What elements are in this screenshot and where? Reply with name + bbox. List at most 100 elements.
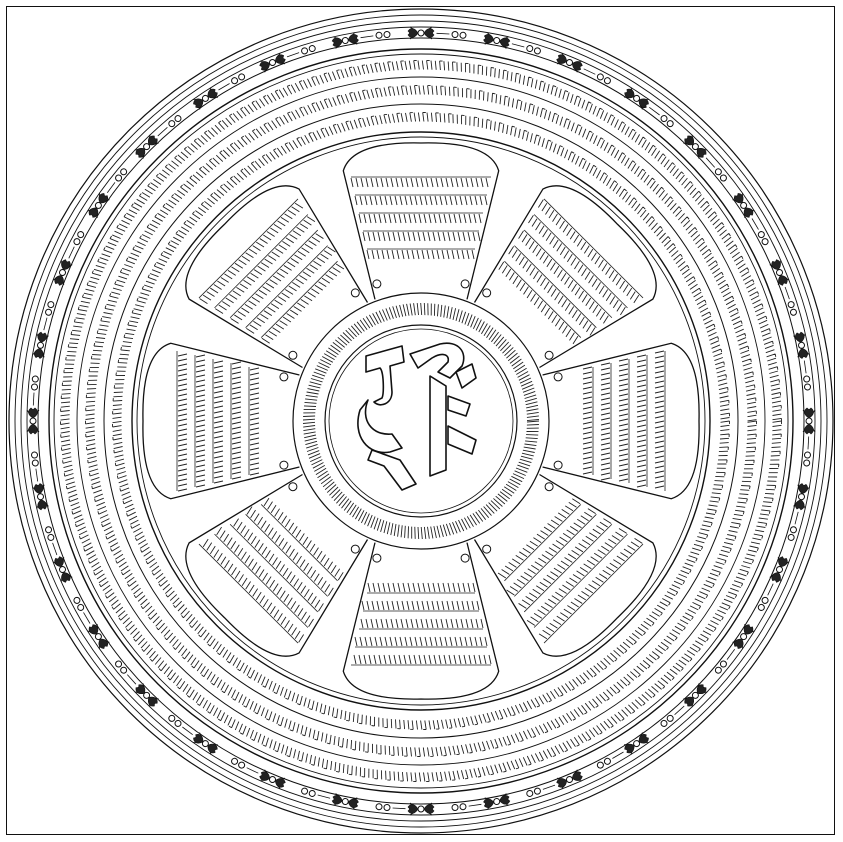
vajra-icon (408, 27, 434, 39)
ornament-connector (287, 53, 299, 57)
ornament-connector (437, 33, 450, 34)
petal-script-line (355, 637, 487, 646)
ornament-connector (219, 84, 230, 91)
petal-script-line (232, 362, 241, 479)
petal-script-line (601, 363, 610, 480)
petal-text-block (351, 583, 491, 665)
petal-script-line (232, 519, 325, 612)
ornament-connector (36, 469, 38, 482)
petal-script-line (519, 517, 612, 610)
pearl-pair-icon (114, 660, 128, 675)
ornament-connector (53, 543, 57, 555)
petal-curl (554, 373, 562, 381)
pearl-pair-icon (660, 114, 675, 128)
pearl-pair-icon (714, 660, 728, 675)
pearl-pair-icon (660, 714, 675, 728)
petal-script-headline (534, 534, 627, 627)
petal-outline (186, 475, 368, 657)
petal-curl (461, 554, 469, 562)
petal-script-line (527, 215, 627, 315)
petal-curl (289, 351, 297, 359)
inner-script-strokes (303, 303, 539, 539)
petal-curl (545, 483, 553, 491)
petal-text-block (583, 351, 665, 491)
petal-curl (373, 554, 381, 562)
petal-script-line (215, 527, 315, 627)
pearl-pair-icon (114, 168, 128, 183)
vajra-ornament-ring (27, 27, 815, 815)
petal-curl (461, 280, 469, 288)
pearl-pair-icon (168, 714, 183, 728)
petal-script-line (497, 262, 579, 344)
petal-text-block (351, 177, 491, 259)
petal-text-block (177, 351, 259, 491)
petal-curl (289, 483, 297, 491)
petal-script-line (368, 583, 475, 592)
petal-curl (351, 289, 359, 297)
lotus-petal (343, 543, 498, 699)
pearl-pair-icon (168, 114, 183, 128)
petal-script-headline (261, 504, 337, 580)
ornament-connector (393, 808, 406, 809)
script-stroke-band-1 (61, 61, 782, 782)
inner-script-ring (0, 0, 549, 549)
script-stroke-band-2 (86, 86, 757, 757)
petal-curl (483, 545, 491, 553)
ornament-connector (785, 287, 789, 299)
vajra-icon (27, 408, 39, 434)
petal-outline (186, 186, 368, 368)
petal-curl (351, 545, 359, 553)
lotus-petals (143, 143, 699, 699)
lotus-petal (186, 475, 368, 657)
pearl-pair-icon (452, 31, 467, 38)
pearl-pair-icon (452, 803, 467, 810)
petal-curl (545, 351, 553, 359)
ornament-connector (247, 768, 259, 774)
petal-script-line (231, 232, 324, 325)
petal-script-line (583, 367, 592, 474)
petal-script-headline (504, 261, 580, 337)
petal-script-line (262, 263, 344, 345)
petal-text-block (199, 486, 356, 643)
pearl-pair-icon (803, 452, 810, 467)
ornament-connector (44, 318, 47, 330)
ornament-connector (512, 44, 524, 47)
ornament-connector (727, 649, 735, 659)
vajra-icon (803, 408, 815, 434)
ornament-connector (318, 795, 330, 798)
vajra-icon (682, 133, 709, 160)
petal-script-line (362, 601, 479, 610)
petal-script-line (359, 214, 481, 223)
petal-script-line (637, 355, 646, 487)
vajra-icon (258, 769, 287, 790)
pearl-pair-icon (376, 31, 391, 38)
petal-script-line (517, 231, 610, 324)
petal-script-line (355, 196, 487, 205)
ornament-connector (804, 361, 806, 374)
ornament-connector (69, 247, 75, 259)
petal-script-line (527, 527, 627, 627)
petal-script-line (250, 368, 259, 475)
ornament-connector (84, 612, 91, 623)
vajra-icon (133, 133, 160, 160)
pearl-pair-icon (31, 452, 38, 467)
petal-script-line (354, 655, 491, 664)
petal-script-line (498, 497, 580, 579)
ornament-connector (768, 584, 774, 596)
ornament-connector (361, 36, 374, 38)
lotus-petal (543, 343, 699, 498)
vajra-icon (52, 555, 73, 584)
petal-script-line (263, 498, 345, 580)
ornament-connector (182, 727, 192, 735)
petal-script-headline (230, 230, 318, 318)
script-stroke-band-3 (113, 113, 730, 730)
petal-script-line (619, 359, 628, 481)
ornament-connector (584, 69, 596, 75)
petal-curl (483, 289, 491, 297)
lotus-petal (343, 143, 498, 299)
petal-text-block (486, 486, 643, 643)
petal-script-line (178, 354, 187, 491)
petal-script-headline (514, 246, 596, 328)
ornament-connector (33, 393, 34, 406)
petal-curl (280, 461, 288, 469)
